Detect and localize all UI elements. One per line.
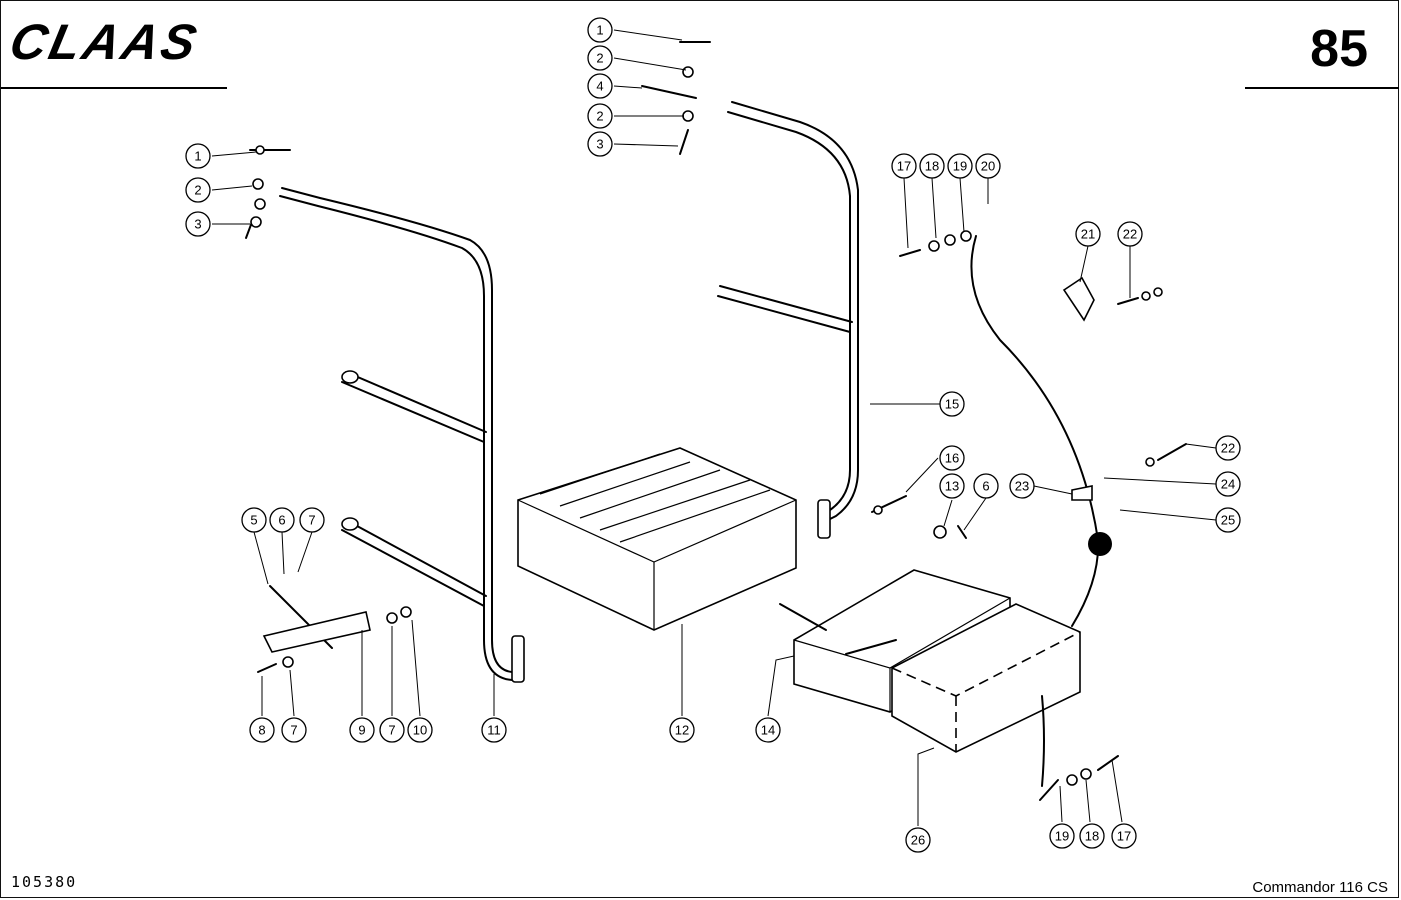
- callout-2-top: 2: [587, 45, 613, 71]
- svg-text:20: 20: [981, 159, 995, 174]
- callout-18-lower: 18: [1079, 823, 1105, 849]
- callout-17-lower: 17: [1111, 823, 1137, 849]
- callout-13: 13: [939, 473, 965, 499]
- svg-text:18: 18: [925, 159, 939, 174]
- svg-text:22: 22: [1221, 441, 1235, 456]
- svg-text:25: 25: [1221, 513, 1235, 528]
- callout-11: 11: [481, 717, 507, 743]
- callout-22-upper: 22: [1117, 221, 1143, 247]
- callout-18-upper: 18: [919, 153, 945, 179]
- drawing-id: 105380: [11, 873, 78, 891]
- callout-6-left: 6: [269, 507, 295, 533]
- callout-19-lower: 19: [1049, 823, 1075, 849]
- svg-text:16: 16: [945, 451, 959, 466]
- callout-1-left: 1: [185, 143, 211, 169]
- svg-text:6: 6: [278, 513, 285, 528]
- svg-text:2: 2: [194, 183, 201, 198]
- callout-layer: 1 2 4 2 3 1 2 3 17 18 19 20 21 22 15 16 …: [185, 17, 1241, 853]
- svg-text:7: 7: [290, 723, 297, 738]
- callout-3-top: 3: [587, 131, 613, 157]
- svg-text:14: 14: [761, 723, 775, 738]
- left-handrail: [279, 187, 525, 683]
- header-rule-right: [1245, 87, 1399, 89]
- svg-text:9: 9: [358, 723, 365, 738]
- svg-text:10: 10: [413, 723, 427, 738]
- callout-14: 14: [755, 717, 781, 743]
- callout-4-top: 4: [587, 73, 613, 99]
- small-hardware: [245, 41, 1187, 801]
- svg-text:24: 24: [1221, 477, 1235, 492]
- callout-10: 10: [407, 717, 433, 743]
- battery-box: [517, 447, 797, 631]
- svg-text:11: 11: [487, 723, 501, 738]
- svg-text:22: 22: [1123, 227, 1137, 242]
- callout-6-right: 6: [973, 473, 999, 499]
- svg-text:1: 1: [194, 149, 201, 164]
- svg-text:13: 13: [945, 479, 959, 494]
- callout-7-lower-b: 7: [379, 717, 405, 743]
- svg-text:2: 2: [596, 109, 603, 124]
- callout-20: 20: [975, 153, 1001, 179]
- earth-cable: [970, 235, 1112, 787]
- callout-23: 23: [1009, 473, 1035, 499]
- svg-text:4: 4: [596, 79, 603, 94]
- right-handrail: [717, 101, 859, 539]
- callout-26: 26: [905, 827, 931, 853]
- callout-25: 25: [1215, 507, 1241, 533]
- svg-text:15: 15: [945, 397, 959, 412]
- svg-text:26: 26: [911, 833, 925, 848]
- callout-15: 15: [939, 391, 965, 417]
- callout-7-lower-a: 7: [281, 717, 307, 743]
- callout-24: 24: [1215, 471, 1241, 497]
- callout-12: 12: [669, 717, 695, 743]
- page-number: 85: [1310, 20, 1368, 78]
- callout-3-left: 3: [185, 211, 211, 237]
- svg-text:5: 5: [250, 513, 257, 528]
- header-rule-left: [1, 87, 227, 89]
- svg-text:17: 17: [1117, 829, 1131, 844]
- callout-2-top-lower: 2: [587, 103, 613, 129]
- svg-text:18: 18: [1085, 829, 1099, 844]
- callout-8: 8: [249, 717, 275, 743]
- svg-text:19: 19: [953, 159, 967, 174]
- svg-text:12: 12: [675, 723, 689, 738]
- svg-text:3: 3: [596, 137, 603, 152]
- svg-text:2: 2: [596, 51, 603, 66]
- svg-text:7: 7: [388, 723, 395, 738]
- callout-9: 9: [349, 717, 375, 743]
- callout-5: 5: [241, 507, 267, 533]
- callout-2-left: 2: [185, 177, 211, 203]
- svg-text:19: 19: [1055, 829, 1069, 844]
- callout-17-upper: 17: [891, 153, 917, 179]
- svg-text:1: 1: [596, 23, 603, 38]
- svg-text:21: 21: [1081, 227, 1095, 242]
- svg-text:3: 3: [194, 217, 201, 232]
- callout-7-upper: 7: [299, 507, 325, 533]
- svg-text:23: 23: [1015, 479, 1029, 494]
- callout-22-right: 22: [1215, 435, 1241, 461]
- model-name: Commandor 116 CS: [1252, 879, 1388, 896]
- callout-19-upper: 19: [947, 153, 973, 179]
- svg-text:8: 8: [258, 723, 265, 738]
- callout-21: 21: [1075, 221, 1101, 247]
- svg-text:17: 17: [897, 159, 911, 174]
- callout-16: 16: [939, 445, 965, 471]
- svg-text:7: 7: [308, 513, 315, 528]
- callout-1-top: 1: [587, 17, 613, 43]
- svg-text:6: 6: [982, 479, 989, 494]
- second-battery: [891, 603, 1081, 753]
